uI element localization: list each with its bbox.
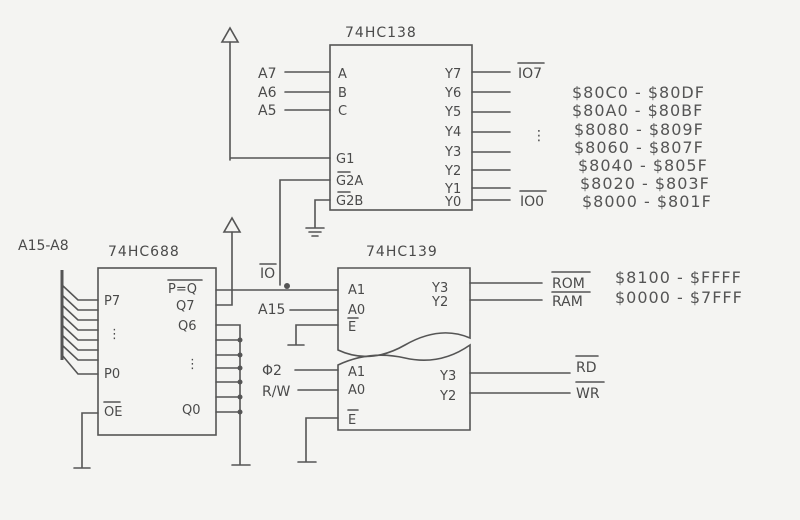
pin-q7: Q7 <box>176 299 195 314</box>
pin-g2b: G2B <box>336 194 363 209</box>
pin-y6: Y6 <box>444 86 461 101</box>
pin-y7: Y7 <box>444 67 461 82</box>
pin-c: C <box>338 104 347 119</box>
pin-p-eq-q: P=Q <box>168 282 197 297</box>
pin-y5: Y5 <box>444 105 461 120</box>
pin-a1: A1 <box>348 283 365 298</box>
signal-a6: A6 <box>258 85 277 101</box>
pin-e: E <box>348 413 356 428</box>
pin-y3: Y3 <box>431 281 448 296</box>
pin-y0: Y0 <box>444 195 461 210</box>
pin-y2: Y2 <box>431 295 448 310</box>
ellipsis: ⋮ <box>532 128 546 144</box>
decoder-74hc138: 74HC138 A B C G1 G2A G2B Y7 Y6 Y5 Y4 Y3 … <box>220 25 547 286</box>
vcc-wire-g1 <box>229 41 331 161</box>
signal-rw: R/W <box>262 384 290 400</box>
pin-q0: Q0 <box>182 403 201 418</box>
comparator-74hc688: A15-A8 74HC688 P7 ⋮ P0 OE P=Q Q7 Q6 ⋮ Q0 <box>18 216 339 469</box>
signal-rd: RD <box>576 360 597 376</box>
io-range: $8000 - $801F <box>582 192 712 211</box>
ground-icon <box>305 199 331 237</box>
io-range: $8040 - $805F <box>578 156 708 175</box>
pin-y4: Y4 <box>444 125 461 140</box>
ellipsis: ⋮ <box>186 357 199 372</box>
chip-label-74hc138: 74HC138 <box>345 25 417 41</box>
ground-icon <box>73 412 99 469</box>
pin-a1: A1 <box>348 365 365 380</box>
io-range: $80C0 - $80DF <box>572 83 705 102</box>
chip-body-74hc138 <box>329 44 473 211</box>
ram-range: $0000 - $7FFF <box>615 288 743 307</box>
io-range: $8060 - $807F <box>574 138 704 157</box>
pin-g2a: G2A <box>336 174 363 189</box>
pin-p0: P0 <box>104 367 120 382</box>
signal-io0: IO0 <box>520 194 544 210</box>
ground-icon <box>297 417 339 463</box>
io-range: $8020 - $803F <box>580 174 710 193</box>
vcc-arrow-icon <box>222 216 242 233</box>
signal-io: IO <box>260 266 275 282</box>
chip-body-74hc688 <box>97 267 217 436</box>
signal-wr: WR <box>576 386 600 402</box>
pin-g1: G1 <box>336 152 354 167</box>
io-address-map: $80C0 - $80DF $80A0 - $80BF $8080 - $809… <box>572 83 712 211</box>
pin-q6: Q6 <box>178 319 197 334</box>
pin-y3: Y3 <box>444 145 461 160</box>
signal-a5: A5 <box>258 103 276 119</box>
signal-rom: ROM <box>552 276 585 292</box>
signal-phi2: Φ2 <box>262 363 282 379</box>
ellipsis: ⋮ <box>108 327 121 342</box>
chip-label-74hc688: 74HC688 <box>108 244 180 260</box>
ground-icon <box>215 324 251 466</box>
io-range: $8080 - $809F <box>574 120 704 139</box>
pin-y3: Y3 <box>439 369 456 384</box>
chip-body-upper <box>337 267 471 358</box>
signal-a15: A15 <box>258 302 285 318</box>
pin-y2: Y2 <box>444 164 461 179</box>
decoder-74hc139: 74HC139 IO A15 A1 A0 E Y3 Y2 ROM RAM $81… <box>258 244 743 463</box>
vcc-arrow-icon <box>220 26 240 43</box>
signal-ram: RAM <box>552 294 583 310</box>
chip-body-lower <box>337 343 471 431</box>
pin-a0: A0 <box>348 383 365 398</box>
pin-a: A <box>338 67 347 82</box>
signal-a7: A7 <box>258 66 276 82</box>
rom-range: $8100 - $FFFF <box>615 268 742 287</box>
pin-a0: A0 <box>348 303 365 318</box>
pin-oe: OE <box>104 405 122 420</box>
pin-b: B <box>338 86 347 101</box>
io-range: $80A0 - $80BF <box>572 101 703 120</box>
pin-e: E <box>348 320 356 335</box>
pin-y2: Y2 <box>439 389 456 404</box>
bus-label: A15-A8 <box>18 238 69 254</box>
chip-label-74hc139: 74HC139 <box>366 244 438 260</box>
pin-p7: P7 <box>104 294 120 309</box>
pin-y1: Y1 <box>444 182 461 197</box>
signal-io7: IO7 <box>518 66 542 82</box>
